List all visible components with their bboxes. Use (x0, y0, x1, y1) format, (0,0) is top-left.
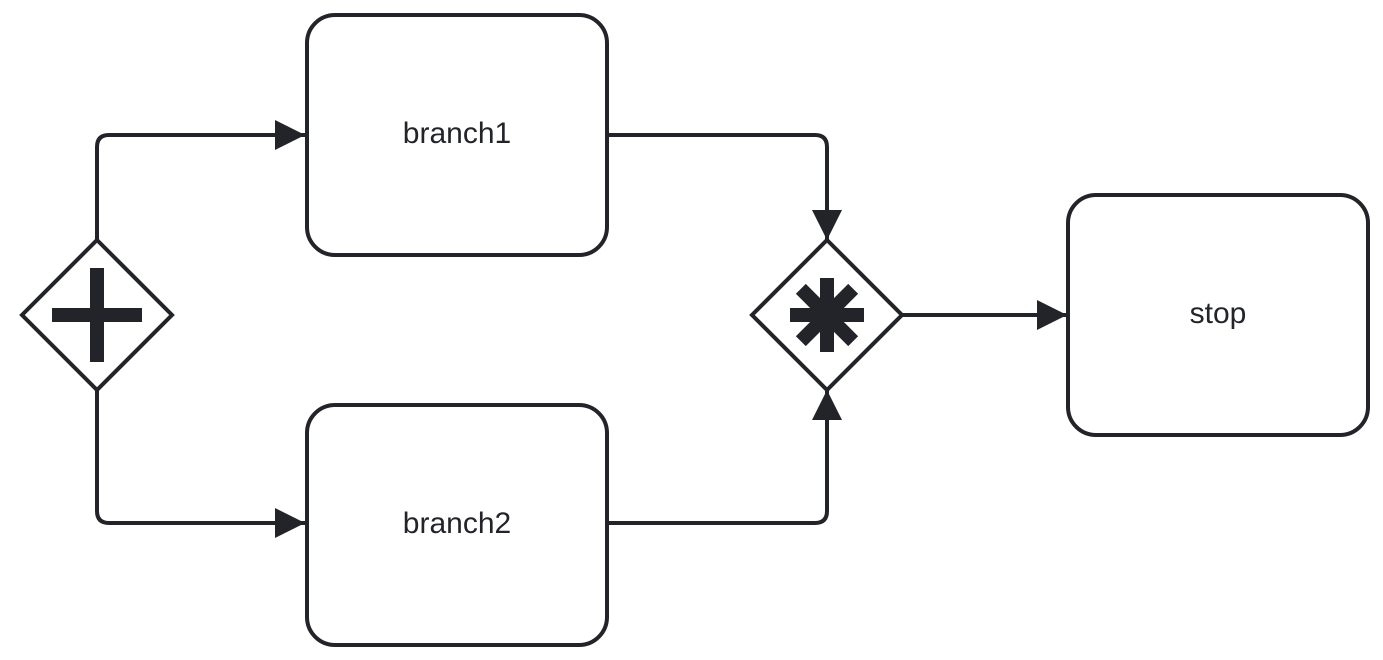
flow-branch2-to-join[interactable] (607, 390, 842, 525)
task-stop[interactable]: stop (1066, 193, 1370, 437)
task-branch1[interactable]: branch1 (305, 13, 609, 257)
flow-branch1-to-join[interactable] (607, 133, 842, 240)
parallel-gateway-split[interactable] (19, 237, 175, 393)
complex-gateway-join[interactable] (749, 237, 905, 393)
task-branch1-label: branch1 (403, 117, 511, 150)
task-stop-label: stop (1190, 297, 1247, 330)
asterisk-icon (790, 278, 864, 352)
flow-split-to-branch1[interactable] (95, 120, 305, 240)
task-branch2-label: branch2 (403, 507, 511, 540)
plus-icon (52, 268, 142, 362)
sequence-flows (95, 120, 1067, 538)
flow-split-to-branch2[interactable] (95, 390, 305, 538)
task-branch2[interactable]: branch2 (305, 403, 609, 647)
